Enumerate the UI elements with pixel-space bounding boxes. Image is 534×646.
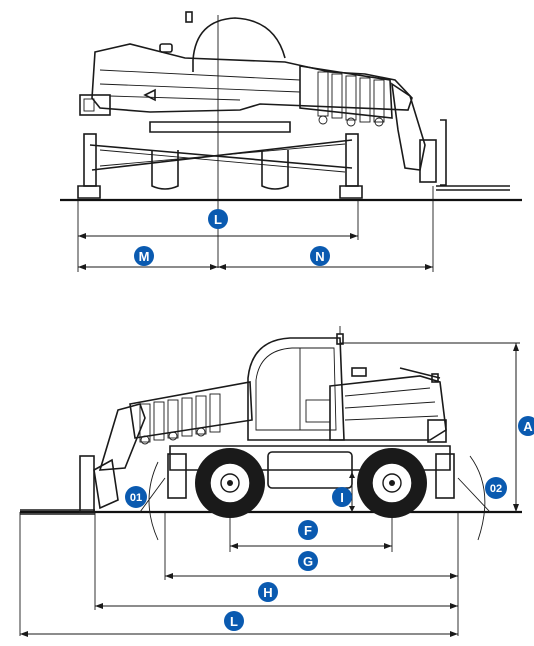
- label-A: A: [523, 419, 533, 434]
- badge-L-top: L: [208, 209, 228, 229]
- front-wheel: [195, 448, 265, 518]
- label-N: N: [315, 249, 324, 264]
- cab-outline-top: [192, 17, 286, 61]
- label-M: M: [139, 249, 150, 264]
- boom-top: [299, 65, 393, 119]
- approach-angle-arc: [148, 461, 159, 541]
- badge-01: 01: [125, 486, 147, 508]
- label-I: I: [340, 490, 344, 505]
- badge-I: I: [332, 487, 352, 507]
- badge-N: N: [310, 246, 330, 266]
- cab-side: [247, 337, 345, 441]
- rear-wheel: [357, 448, 427, 518]
- top-machine-diagram: [60, 11, 522, 268]
- stabilizer-front-side: [167, 453, 187, 499]
- badge-A: A: [518, 416, 534, 436]
- label-angle-01: 01: [130, 492, 142, 504]
- stabilizer-leg-left: [83, 133, 97, 187]
- departure-angle-arc: [469, 455, 486, 541]
- stabilizer-frame: [149, 121, 291, 133]
- badge-L-side: L: [224, 611, 244, 631]
- label-H: H: [263, 585, 272, 600]
- stabilizer-rear-side: [435, 453, 455, 499]
- boom-side: [129, 381, 253, 439]
- badge-02: 02: [485, 477, 507, 499]
- badge-G: G: [298, 551, 318, 571]
- chassis-side: [169, 445, 451, 471]
- stabilizer-leg-right: [345, 133, 359, 187]
- badge-H: H: [258, 582, 278, 602]
- top-dimensions: [77, 186, 434, 272]
- label-L-top: L: [214, 212, 222, 227]
- fork-side: [79, 455, 95, 513]
- wheel-left-top: [151, 150, 179, 190]
- wheel-right-top: [261, 150, 289, 190]
- label-L-side: L: [230, 614, 238, 629]
- badge-F: F: [298, 520, 318, 540]
- label-G: G: [303, 554, 313, 569]
- side-machine-diagram: [20, 326, 522, 541]
- side-dimensions: [19, 342, 520, 637]
- label-angle-02: 02: [490, 483, 502, 495]
- fork-top: [440, 119, 447, 186]
- label-F: F: [304, 523, 312, 538]
- badge-M: M: [134, 246, 154, 266]
- chassis-body-top: [91, 43, 413, 113]
